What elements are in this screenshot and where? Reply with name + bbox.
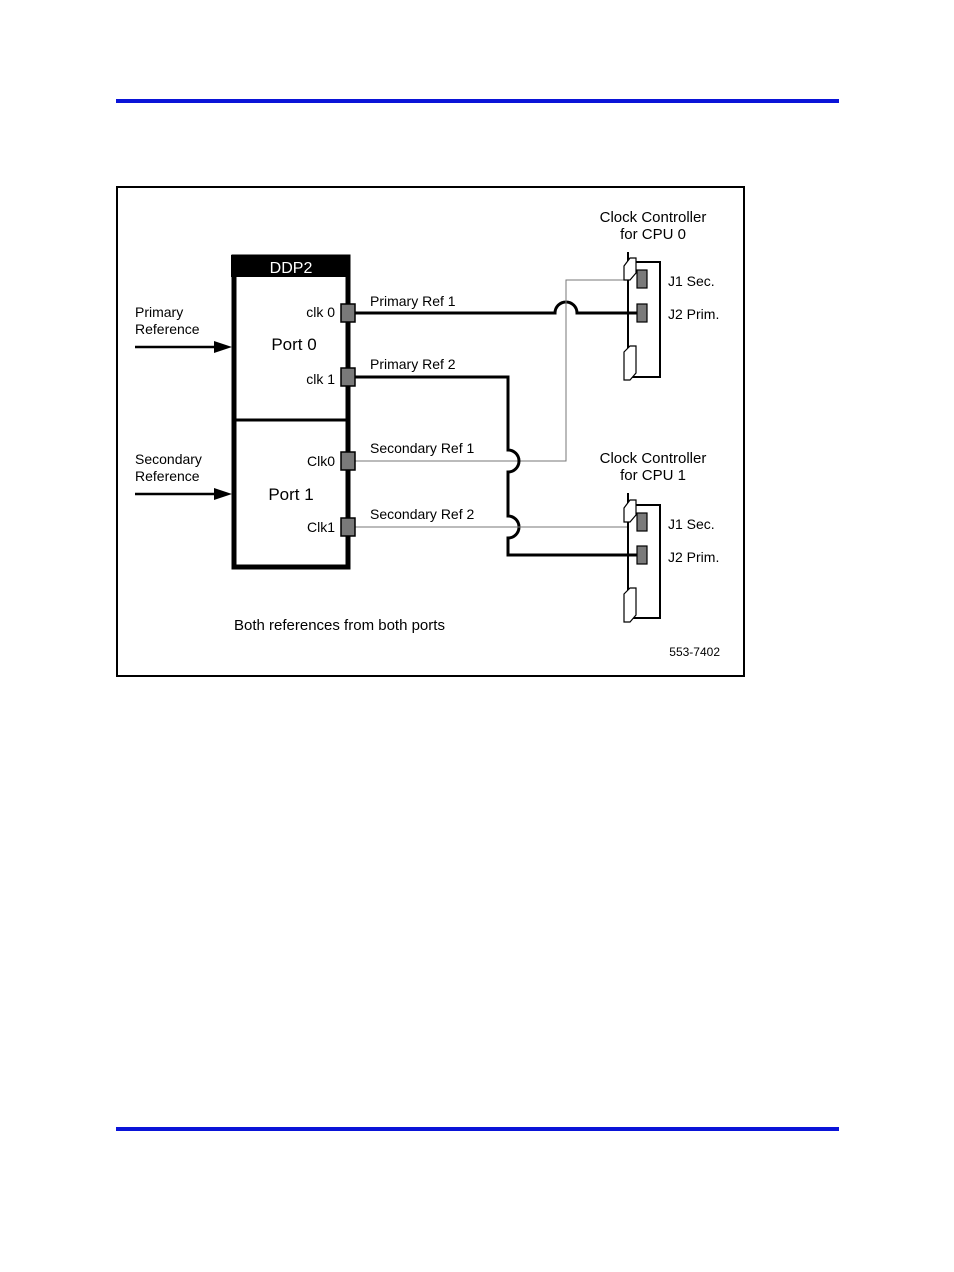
controller1-title-1: Clock Controller	[600, 450, 707, 467]
Clk1-label: Clk1	[307, 519, 335, 535]
Clk0-connector	[340, 451, 356, 471]
figure-caption: Both references from both ports	[234, 617, 445, 634]
port0-label: Port 0	[271, 335, 316, 354]
clock-controller-cpu0: Clock Controller for CPU 0 J1 Sec. J2 Pr…	[600, 209, 719, 381]
primary-ref-2-label: Primary Ref 2	[370, 356, 456, 372]
controller1-j1-label: J1 Sec.	[668, 516, 715, 532]
controller1-j2-connector	[636, 545, 648, 565]
controller0-j1-connector	[636, 269, 648, 289]
primary-reference-label-1: Primary	[135, 304, 183, 320]
controller1-bottom-latch-icon	[623, 587, 637, 623]
Clk0-label: Clk0	[307, 453, 335, 469]
primary-ref-1-label: Primary Ref 1	[370, 293, 456, 309]
controller1-card	[627, 493, 661, 619]
controller0-card	[627, 252, 661, 378]
Clk1-connector	[340, 517, 356, 537]
clk0-label: clk 0	[306, 304, 335, 320]
controller1-j1-connector	[636, 512, 648, 532]
controller0-bottom-latch-icon	[623, 345, 637, 381]
secondary-reference-label-1: Secondary	[135, 451, 202, 467]
controller1-title-2: for CPU 1	[620, 467, 686, 484]
secondary-ref-1-label: Secondary Ref 1	[370, 440, 474, 456]
controller0-top-latch-icon	[623, 257, 637, 281]
secondary-ref-2-label: Secondary Ref 2	[370, 506, 474, 522]
figure-frame	[116, 186, 745, 677]
controller0-title-1: Clock Controller	[600, 209, 707, 226]
controller0-title-2: for CPU 0	[620, 226, 686, 243]
primary-ref-2-wire	[355, 375, 640, 557]
clock-controller-cpu1: Clock Controller for CPU 1 J1 Sec. J2 Pr…	[600, 450, 719, 623]
controller1-top-latch-icon	[623, 499, 637, 523]
footer-rule	[116, 1127, 839, 1131]
port1-label: Port 1	[268, 485, 313, 504]
primary-reference-label-2: Reference	[135, 321, 200, 337]
secondary-reference-label-2: Reference	[135, 468, 200, 484]
clk0-connector	[340, 303, 356, 323]
ddp2-title: DDP2	[270, 260, 313, 277]
controller1-j2-label: J2 Prim.	[668, 549, 719, 565]
clk1-connector	[340, 367, 356, 387]
controller0-j2-connector	[636, 303, 648, 323]
secondary-ref-1-wire	[355, 279, 628, 462]
secondary-arrowhead-icon	[214, 488, 232, 500]
header-rule	[116, 99, 839, 103]
clk1-label: clk 1	[306, 371, 335, 387]
ddp2-title-bar	[231, 255, 350, 277]
primary-arrowhead-icon	[214, 341, 232, 353]
controller0-j1-label: J1 Sec.	[668, 273, 715, 289]
figure-id: 553-7402	[669, 645, 720, 659]
controller0-j2-label: J2 Prim.	[668, 306, 719, 322]
